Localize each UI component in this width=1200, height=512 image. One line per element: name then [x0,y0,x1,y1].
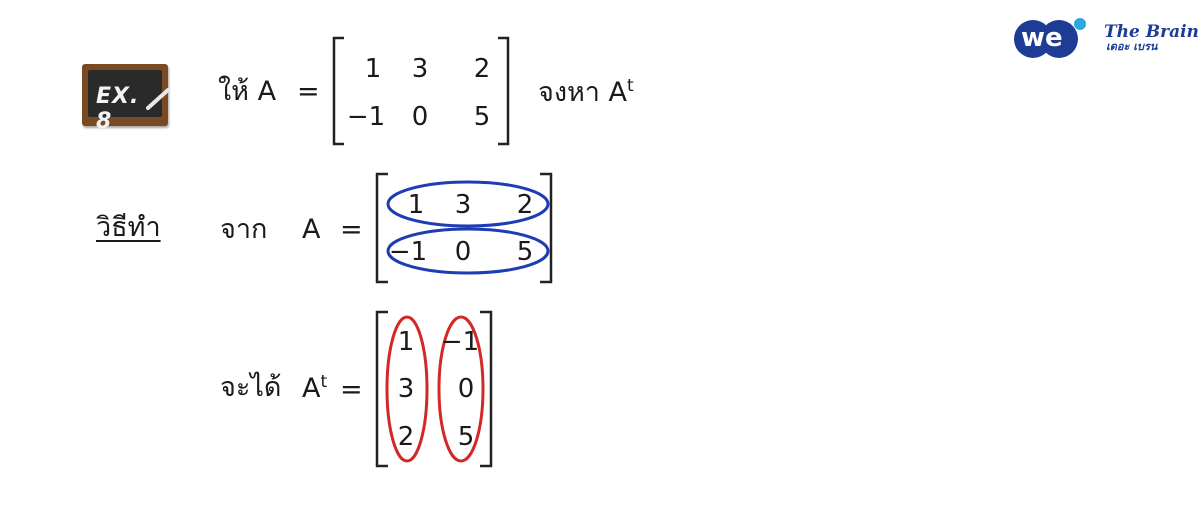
problem-matrix-cell: 3 [411,54,429,84]
chalkboard-surface: EX. 8 [88,70,162,134]
transpose-matrix-cell: 1 [397,327,415,357]
column-highlight-2 [437,315,485,463]
problem-equals: = [297,76,320,107]
variable-a: A [302,373,321,404]
we-logo-text: we [1021,23,1063,53]
transpose-matrix-cell: 3 [397,374,415,404]
column-highlight-1 [385,315,429,463]
given-text: ให้ A [218,76,277,107]
variable-a: A [302,214,321,245]
solution-label: วิธีทำ [96,212,161,243]
the-brain-subtitle: เดอะ เบรน [1106,40,1158,53]
find-word: จงหา A [538,77,628,108]
problem-matrix-cell: −1 [346,102,386,132]
transpose-matrix-cell: 2 [397,422,415,452]
variable-at: At [302,372,328,404]
problem-matrix-cell: 1 [364,54,382,84]
example-badge: EX. 8 [82,64,170,134]
get-text: จะได้ [220,372,282,403]
chalk-icon [146,88,170,110]
transpose-matrix-cell: −1 [440,327,480,357]
solution-matrix [375,172,553,284]
transpose-matrix [375,310,493,468]
solution-matrix-cell: 1 [407,190,425,220]
solution-matrix-cell: 2 [516,190,534,220]
transpose-equals: = [340,374,363,405]
solution-matrix-cell: 0 [454,237,472,267]
example-label: EX. 8 [96,84,140,134]
solution-equals: = [340,214,363,245]
transpose-superscript: t [320,372,328,392]
problem-matrix-brackets [332,36,510,146]
solution-matrix-cell: 5 [516,237,534,267]
solution-matrix-cell: −1 [388,237,428,267]
we-logo: we [1013,18,1089,64]
problem-matrix-cell: 2 [473,54,491,84]
transpose-matrix-cell: 0 [457,374,475,404]
problem-matrix-cell: 0 [411,102,429,132]
row-highlight-1 [386,180,550,228]
the-brain-logo: The Brain เดอะ เบรน [1104,22,1199,53]
transpose-matrix-cell: 5 [457,422,475,452]
from-text: จาก [220,214,268,245]
the-brain-title: The Brain [1104,22,1199,42]
transpose-superscript: t [627,76,634,96]
row-highlight-2 [386,227,550,275]
solution-matrix-cell: 3 [454,190,472,220]
we-logo-icon [1014,18,1086,58]
problem-matrix-cell: 5 [473,102,491,132]
find-text: จงหา At [538,76,634,108]
